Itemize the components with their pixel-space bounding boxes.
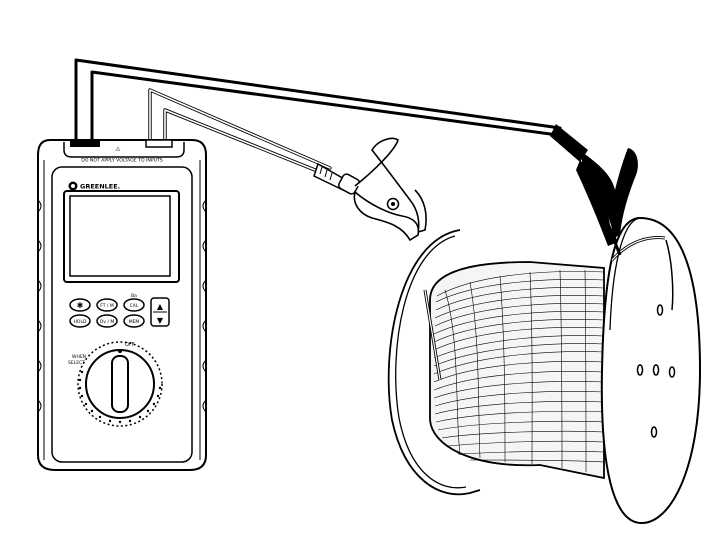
dial-pointer-handle[interactable]: [111, 355, 129, 413]
meter-grip-left: [37, 160, 45, 460]
cable-winding-lines: [433, 269, 605, 473]
lcd-screen: [69, 195, 171, 277]
mem-label: MEM: [129, 319, 140, 325]
cable-reel: [387, 216, 702, 525]
greenlee-logo-icon: [68, 181, 78, 191]
dial-select-label: SELECT: [68, 360, 85, 366]
warning-symbol: ⚠: [115, 146, 121, 153]
button-hold[interactable]: HOLD: [69, 314, 91, 328]
light-icon: ✱: [77, 301, 84, 310]
dial-when-label: WHEN: [72, 354, 86, 360]
black-alligator-clip: [550, 124, 638, 256]
dial-pointer-dot: [118, 349, 122, 353]
input-jack-panel: ⚠ DO NOT APPLY VOLTAGE TO INPUTS: [63, 139, 185, 164]
button-light[interactable]: ✱: [69, 298, 91, 312]
black-clip-lower-jaw: [576, 160, 618, 246]
arrow-rocker-button[interactable]: ▲ ▼: [150, 297, 170, 327]
black-clip-upper-jaw: [582, 148, 638, 238]
black-clip-boot: [550, 124, 588, 162]
red-clip-lower-jaw: [353, 190, 420, 242]
input-jack-red: [145, 139, 173, 148]
cal-caption: Ba: [131, 293, 137, 299]
button-mem[interactable]: MEM: [123, 314, 145, 328]
cable-windings: [429, 261, 605, 480]
brand-label: GREENLEE.: [80, 183, 120, 191]
button-cal[interactable]: CAL: [123, 298, 145, 312]
cal-label: CAL: [130, 303, 139, 309]
dial-tick-marks: [78, 370, 162, 424]
hold-label: HOLD: [74, 319, 87, 325]
button-ft-m[interactable]: FT / M: [96, 298, 118, 312]
reel-front-flange: [600, 216, 702, 525]
red-test-lead: [148, 88, 332, 174]
black-test-lead: [74, 58, 567, 142]
reel-slot: [665, 239, 674, 311]
rotary-selector[interactable]: OFF WHEN SELECT: [68, 341, 163, 427]
meter-grip-right: [199, 160, 207, 460]
warning-label: DO NOT APPLY VOLTAGE TO INPUTS: [81, 158, 162, 164]
down-arrow-icon: ▼: [157, 316, 164, 325]
up-arrow-icon: ▲: [157, 302, 164, 311]
ft-m-label: FT / M: [100, 303, 114, 309]
red-clip-upper-jaw: [354, 137, 427, 234]
red-alligator-clip: [313, 137, 427, 242]
input-jack-black: [70, 140, 100, 147]
cable-length-meter: ⚠ DO NOT APPLY VOLTAGE TO INPUTS GREENLE…: [37, 139, 207, 471]
dial-off-label: OFF: [125, 342, 135, 348]
button-ov-m[interactable]: Ov / M: [96, 314, 118, 328]
ov-m-label: Ov / M: [100, 319, 115, 325]
reel-holes: [636, 304, 676, 438]
red-clip-ferrule: [337, 173, 361, 195]
